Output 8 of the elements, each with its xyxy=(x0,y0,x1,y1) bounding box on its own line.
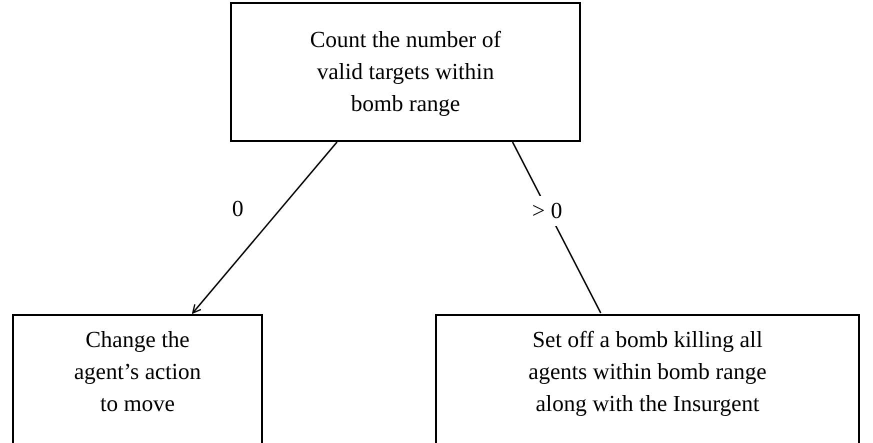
box-text: Count the number of valid targets within bomb range xyxy=(309,26,502,118)
edge-label: > 0 xyxy=(530,196,564,226)
box-text: Set off a bomb killing all agents within bomb range along with the Insurgent xyxy=(527,326,768,418)
connector-line xyxy=(192,142,338,314)
box-text: Change the agent’s action to move xyxy=(72,326,202,418)
process-box xyxy=(12,314,263,443)
process-box xyxy=(230,2,581,142)
process-box xyxy=(435,314,860,443)
